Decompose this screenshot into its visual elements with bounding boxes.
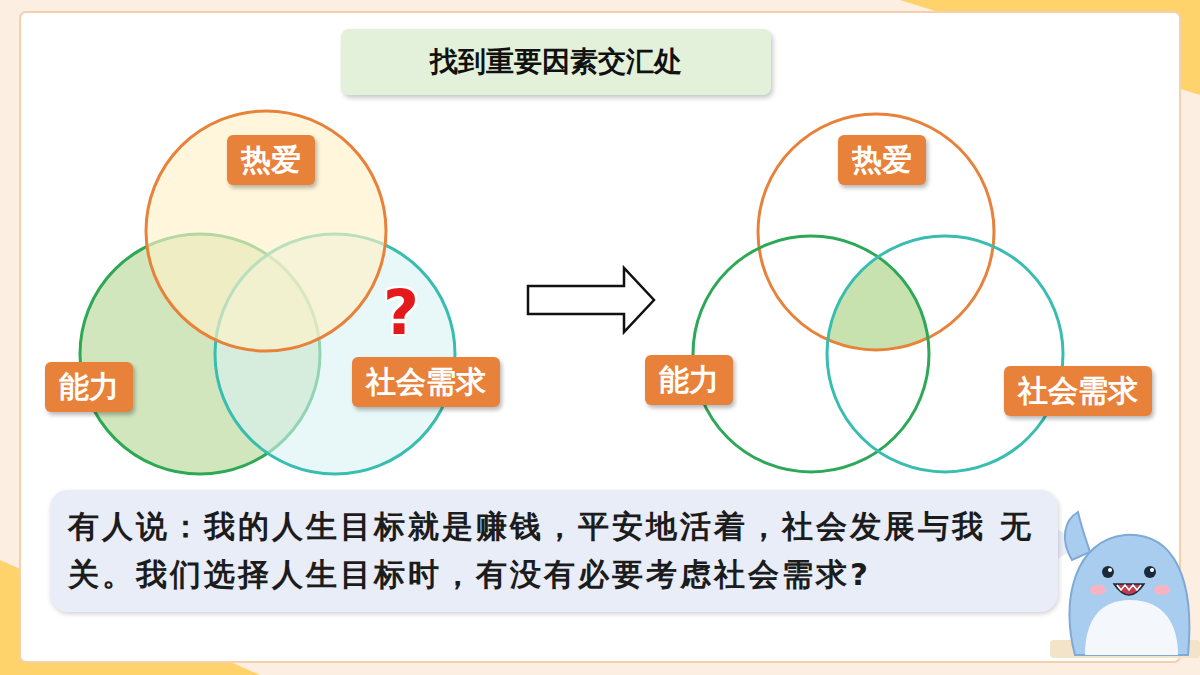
label-text: 社会需求 bbox=[366, 363, 486, 401]
left-venn bbox=[80, 111, 455, 474]
speech-bubble: 有人说：我的人生目标就是赚钱，平安地活着，社会发展与我 无关。我们选择人生目标时… bbox=[50, 490, 1058, 612]
factor-label: 社会需求 bbox=[352, 357, 500, 407]
title-box: 找到重要因素交汇处 bbox=[341, 29, 771, 95]
label-text: 热爱 bbox=[852, 141, 912, 179]
slide-panel bbox=[20, 12, 1180, 662]
intersection-fill bbox=[827, 236, 1063, 472]
label-text: 社会需求 bbox=[1018, 372, 1138, 410]
ability-circle bbox=[693, 236, 929, 472]
factor-label: 能力 bbox=[645, 355, 733, 405]
factor-label: 热爱 bbox=[227, 135, 315, 185]
question-mark: ? bbox=[383, 282, 419, 344]
need-circle bbox=[827, 236, 1063, 472]
factor-label: 能力 bbox=[45, 362, 133, 412]
label-text: 能力 bbox=[59, 368, 119, 406]
love-circle bbox=[146, 111, 386, 351]
label-text: 热爱 bbox=[241, 141, 301, 179]
transition-arrow bbox=[528, 268, 654, 332]
mascot bbox=[1050, 512, 1200, 658]
label-text: 能力 bbox=[659, 361, 719, 399]
slide-title: 找到重要因素交汇处 bbox=[430, 45, 682, 79]
right-venn bbox=[693, 114, 1063, 472]
love-circle bbox=[758, 114, 994, 350]
factor-label: 热爱 bbox=[838, 135, 926, 185]
question-text: 有人说：我的人生目标就是赚钱，平安地活着，社会发展与我 无关。我们选择人生目标时… bbox=[68, 502, 1038, 598]
factor-label: 社会需求 bbox=[1004, 366, 1152, 416]
